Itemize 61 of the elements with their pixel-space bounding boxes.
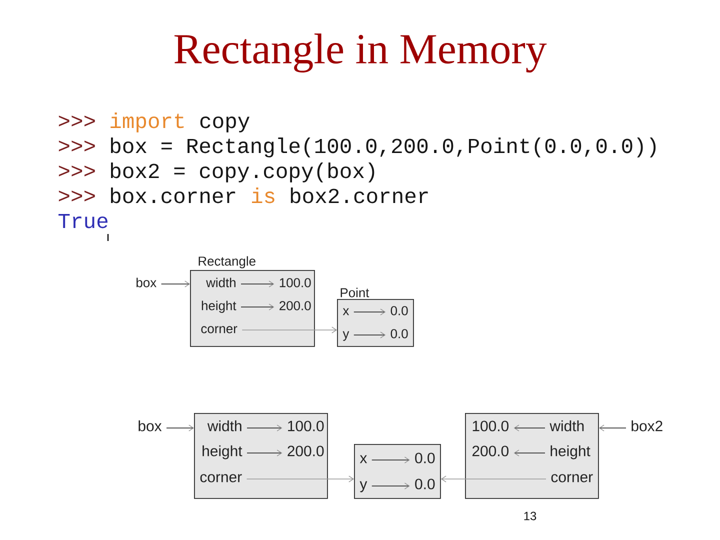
value: 0.0 — [390, 306, 408, 316]
attribute-name: x — [360, 455, 368, 464]
attribute-name: height — [550, 445, 590, 460]
arrow — [372, 456, 410, 464]
page-number: 13 — [524, 512, 536, 520]
attribute-name: corner — [201, 326, 238, 334]
attribute-name: width — [207, 420, 242, 432]
value: 100.0 — [280, 278, 311, 288]
code-output: True — [58, 214, 108, 228]
object-frame — [465, 413, 599, 499]
node-label: Rectangle — [198, 256, 256, 268]
arrow — [166, 424, 194, 432]
arrow — [372, 482, 410, 490]
code-text: copy — [200, 116, 250, 132]
attribute-name: x — [342, 308, 350, 316]
attribute-name: height — [202, 300, 236, 313]
node-label: Point — [340, 288, 370, 298]
arrow — [514, 450, 546, 456]
value: 0.0 — [415, 478, 435, 490]
code-prompt: >>> — [58, 190, 95, 202]
code-text: box.corner — [110, 188, 236, 204]
object-frame — [354, 444, 441, 499]
arrow — [240, 280, 274, 288]
variable-name: box2 — [632, 420, 662, 432]
code-prompt: >>> — [58, 166, 95, 176]
arrow — [160, 280, 190, 288]
arrow — [246, 424, 282, 432]
arrow — [354, 308, 386, 316]
variable-name: box — [136, 278, 156, 288]
value: 200.0 — [288, 446, 324, 456]
code-keyword: is — [252, 188, 274, 204]
arrow — [440, 476, 546, 482]
value: 0.0 — [390, 329, 408, 338]
arrow — [242, 326, 337, 334]
arrow — [240, 304, 274, 310]
attribute-name: y — [342, 331, 350, 341]
code-prompt: >>> — [58, 116, 95, 126]
attribute-name: y — [360, 481, 368, 492]
code-text: box = Rectangle(100.0,200.0,Point(0.0,0.0)) — [110, 138, 656, 158]
value: 0.0 — [415, 452, 435, 464]
arrow — [354, 332, 386, 338]
attribute-name: corner — [200, 474, 242, 482]
title: Rectangle in Memory — [174, 34, 547, 72]
code-keyword: import — [110, 112, 184, 132]
arrow — [246, 450, 282, 456]
code-prompt: >>> — [58, 140, 95, 152]
attribute-name: width — [550, 420, 584, 432]
attribute-name: height — [202, 445, 242, 460]
object-frame — [194, 413, 328, 499]
value: 200.0 — [472, 446, 508, 456]
arrow — [514, 424, 546, 432]
code-text: box2 = copy.copy(box) — [110, 162, 374, 182]
variable-name: box — [138, 420, 162, 432]
arrow — [246, 476, 354, 482]
value: 200.0 — [280, 301, 311, 310]
code-text: box2.corner — [290, 188, 428, 204]
value: 100.0 — [472, 420, 508, 432]
arrow — [598, 424, 626, 432]
attribute-name: corner — [551, 474, 593, 482]
value: 100.0 — [288, 420, 324, 432]
attribute-name: width — [206, 278, 236, 288]
